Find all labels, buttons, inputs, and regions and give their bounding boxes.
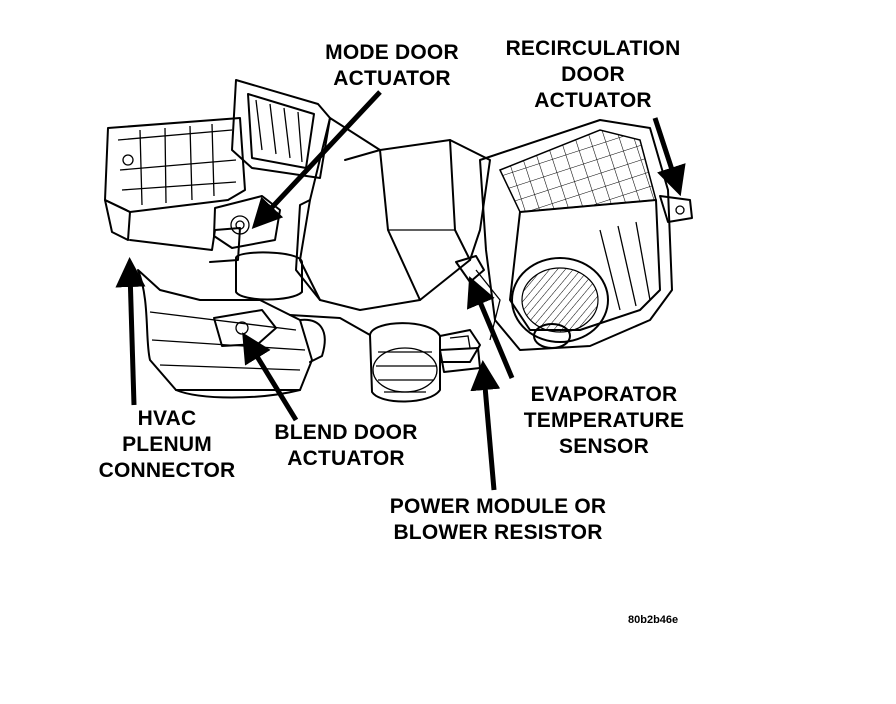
- arrow-hvac-plenum: [115, 257, 146, 406]
- lower-left-duct: [137, 251, 326, 391]
- arrow-evaporator-sensor: [466, 276, 515, 379]
- arrow-blend-door: [242, 332, 299, 422]
- figure-code: 80b2b46e: [628, 614, 679, 626]
- leader-arrows: [115, 90, 686, 491]
- lower-outline: [175, 389, 301, 399]
- right-blower-housing: [455, 119, 693, 351]
- label-hvac-plenum-connector: HVAC PLENUM CONNECTOR: [98, 407, 236, 482]
- label-evaporator-temperature-sensor: EVAPORATOR TEMPERATURE SENSOR: [523, 383, 685, 458]
- label-blend-door-actuator: BLEND DOOR ACTUATOR: [274, 421, 418, 470]
- label-recirculation-door-actuator: RECIRCULATION DOOR ACTUATOR: [505, 37, 681, 112]
- arrow-mode-door: [251, 90, 382, 229]
- arrow-recirculation-door: [652, 117, 686, 197]
- label-mode-door-actuator: MODE DOOR ACTUATOR: [325, 41, 459, 90]
- arrow-power-module: [470, 360, 501, 491]
- label-power-module-or-blower-resistor: POWER MODULE OR BLOWER RESISTOR: [389, 495, 607, 544]
- left-housing: [104, 79, 331, 263]
- central-case: [289, 117, 491, 403]
